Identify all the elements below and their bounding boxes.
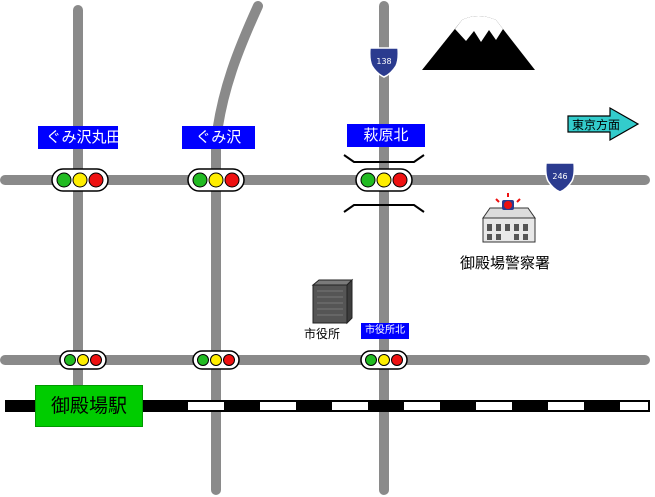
arrow-right-icon: 東京方面 bbox=[567, 106, 640, 142]
railway bbox=[5, 400, 650, 412]
police-station-icon bbox=[482, 193, 536, 243]
road-vertical-middle bbox=[211, 1, 263, 495]
intersection-label-gumizawa: ぐみ沢 bbox=[182, 126, 255, 149]
city-hall-label: 市役所 bbox=[304, 327, 341, 341]
traffic-signal-icon bbox=[59, 350, 107, 370]
station-label: 御殿場駅 bbox=[35, 385, 143, 427]
route-138-number: 138 bbox=[376, 57, 391, 66]
intersection-label-shiyakusho-kita: 市役所北 bbox=[361, 323, 409, 339]
route-shield-icon: 138 bbox=[369, 47, 399, 78]
route-shield-icon: 246 bbox=[545, 162, 575, 193]
city-hall-icon bbox=[311, 278, 354, 325]
traffic-signal-icon bbox=[192, 350, 240, 370]
bridge-marks bbox=[343, 154, 425, 213]
intersection-label-ogihara-kita: 萩原北 bbox=[347, 124, 425, 147]
route-246-number: 246 bbox=[552, 172, 567, 181]
mount-fuji-icon bbox=[422, 16, 535, 70]
traffic-signal-icon bbox=[187, 168, 245, 192]
tokyo-direction-label: 東京方面 bbox=[572, 117, 620, 132]
traffic-signal-icon bbox=[355, 168, 413, 192]
traffic-signal-icon bbox=[360, 350, 408, 370]
police-station-label: 御殿場警察署 bbox=[460, 254, 551, 272]
traffic-signal-icon bbox=[51, 168, 109, 192]
intersection-label-gumizawa-maruta: ぐみ沢丸田 bbox=[38, 126, 121, 149]
